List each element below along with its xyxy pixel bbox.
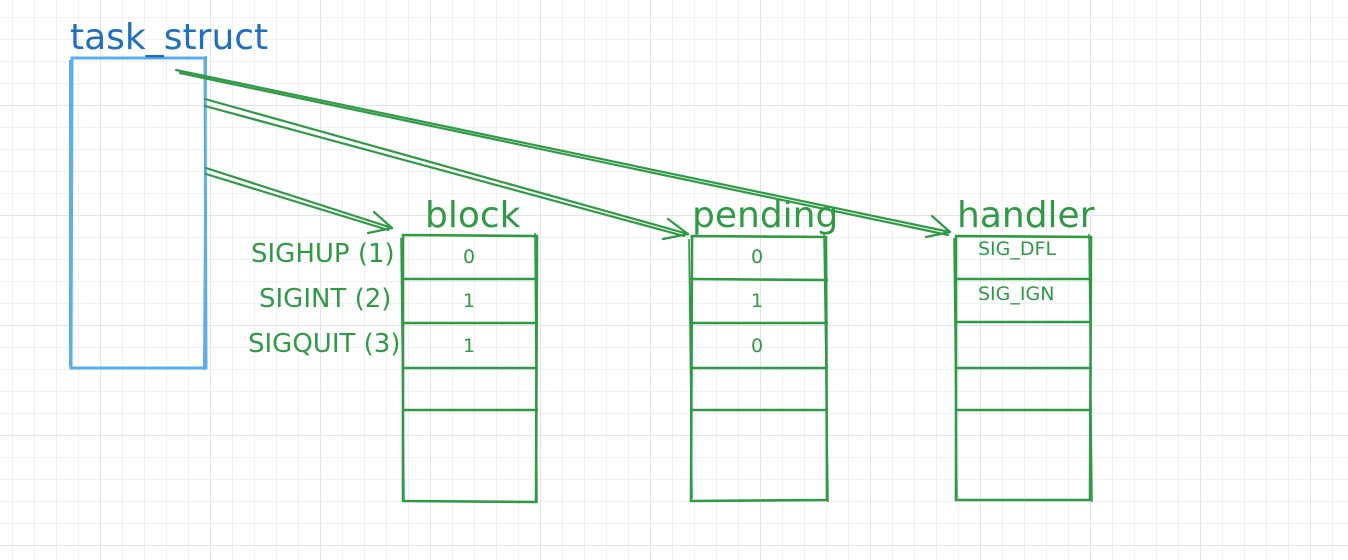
task-struct-title: task_struct [70,17,269,58]
task-struct-box [69,55,208,371]
block-table [400,232,539,504]
block-cell-sigint: 1 [463,290,476,312]
pending-table [688,233,829,503]
arrow-to-handler [174,68,952,239]
signal-label-sigquit: SIGQUIT (3) [248,329,401,359]
handler-title: handler [957,195,1095,236]
handler-table [953,233,1093,503]
handler-cell-sighup: SIG_DFL [978,238,1057,260]
block-title: block [425,195,521,236]
block-cell-sigquit: 1 [463,335,476,357]
pending-cell-sighup: 0 [751,246,764,268]
arrow-to-pending [203,97,690,241]
pending-cell-sigint: 1 [751,290,764,312]
signal-label-sigint: SIGINT (2) [259,284,392,314]
pending-cell-sigquit: 0 [751,335,764,357]
handler-cell-sigint: SIG_IGN [978,283,1055,305]
signal-label-sighup: SIGHUP (1) [251,239,395,269]
arrow-to-block [204,166,394,235]
block-cell-sighup: 0 [463,246,476,268]
pending-title: pending [692,195,839,236]
